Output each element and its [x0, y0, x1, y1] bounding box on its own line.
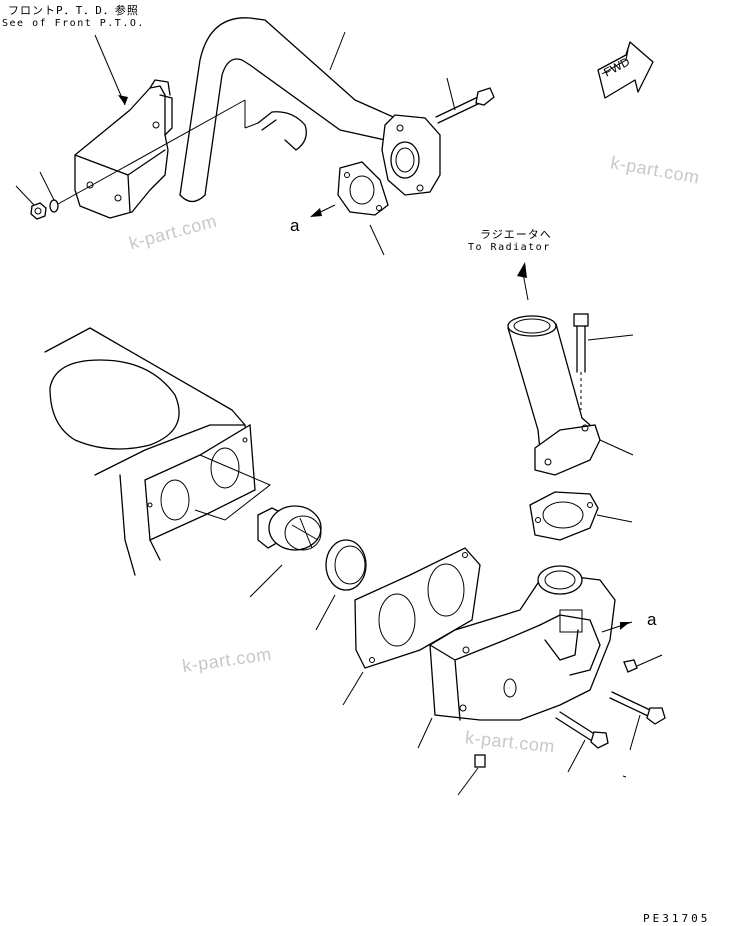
gasket-top	[310, 161, 389, 256]
fwd-arrow-icon	[597, 41, 654, 99]
callout-a-top: a	[290, 216, 300, 235]
bolt-long-right	[609, 691, 666, 751]
bolt-lower	[555, 711, 609, 773]
radiator-label-en: To Radiator	[468, 242, 551, 253]
pto-reference-en: See of Front P.T.O.	[2, 18, 145, 29]
thermostat	[249, 505, 322, 598]
bolt-top	[435, 77, 495, 124]
gasket-double	[342, 547, 481, 706]
engine-block	[44, 327, 271, 576]
hose-clamp	[244, 100, 307, 151]
thermostat-housing	[417, 565, 633, 749]
washer	[39, 171, 59, 213]
pto-bracket	[74, 79, 173, 219]
pto-reference-jp: フロントP．T．D．参照	[8, 4, 139, 17]
long-bolt	[573, 313, 634, 410]
drain-plug	[457, 754, 486, 796]
gasket-radiator	[529, 491, 633, 541]
drawing-code: PE31705	[643, 912, 711, 925]
nut	[15, 185, 47, 220]
radiator-elbow-pipe	[507, 262, 634, 476]
water-pipe	[179, 17, 441, 203]
seal-ring	[315, 539, 367, 631]
bolt-small	[623, 654, 663, 673]
callout-a-right: a	[647, 610, 657, 629]
radiator-label-jp: ラジエータへ	[480, 228, 552, 241]
